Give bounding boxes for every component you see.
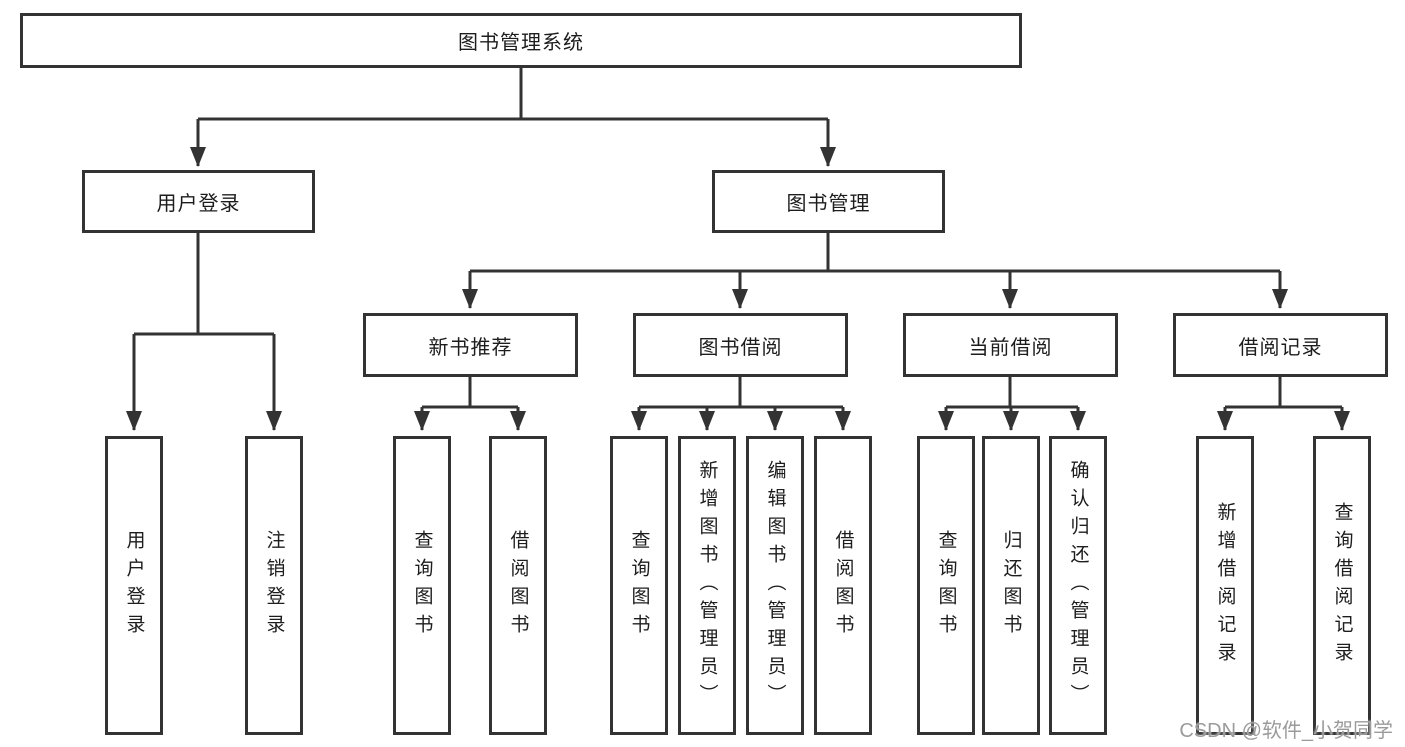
leaf-borrow-add-book-admin: 新增图书（管理员） <box>678 436 736 735</box>
leaf-current-return-book: 归还图书 <box>982 436 1040 735</box>
leaf-logout: 注销登录 <box>245 436 303 735</box>
node-user-login-label: 用户登录 <box>156 193 241 215</box>
node-new-book-recommend: 新书推荐 <box>363 313 578 377</box>
node-new-book-recommend-label: 新书推荐 <box>428 336 513 359</box>
node-book-management-label: 图书管理 <box>786 193 871 215</box>
leaf-user-login: 用户登录 <box>105 436 163 735</box>
node-borrow-records-label: 借阅记录 <box>1238 336 1323 359</box>
csdn-watermark: CSDN @软件_小贺同学 <box>1179 720 1393 742</box>
leaf-borrow-edit-book-admin: 编辑图书（管理员） <box>746 436 804 735</box>
node-root-system-label: 图书管理系统 <box>458 32 584 54</box>
node-book-borrow: 图书借阅 <box>633 313 848 377</box>
leaf-records-add-borrow-record: 新增借阅记录 <box>1196 436 1254 735</box>
node-book-borrow-label: 图书借阅 <box>698 336 783 359</box>
leaf-current-query-book: 查询图书 <box>917 436 975 735</box>
node-user-login: 用户登录 <box>82 170 315 233</box>
leaf-borrow-borrow-book: 借阅图书 <box>814 436 872 735</box>
leaf-recommend-borrow-book: 借阅图书 <box>489 436 547 735</box>
leaf-recommend-query-book: 查询图书 <box>393 436 451 735</box>
leaf-borrow-query-book: 查询图书 <box>610 436 668 735</box>
leaf-current-confirm-return-admin: 确认归还（管理员） <box>1049 436 1107 735</box>
node-book-management: 图书管理 <box>712 170 945 233</box>
leaf-records-query-borrow-record: 查询借阅记录 <box>1313 436 1371 735</box>
node-current-borrow: 当前借阅 <box>903 313 1118 377</box>
node-borrow-records: 借阅记录 <box>1173 313 1388 377</box>
node-current-borrow-label: 当前借阅 <box>968 336 1053 359</box>
node-root-system: 图书管理系统 <box>20 13 1022 68</box>
